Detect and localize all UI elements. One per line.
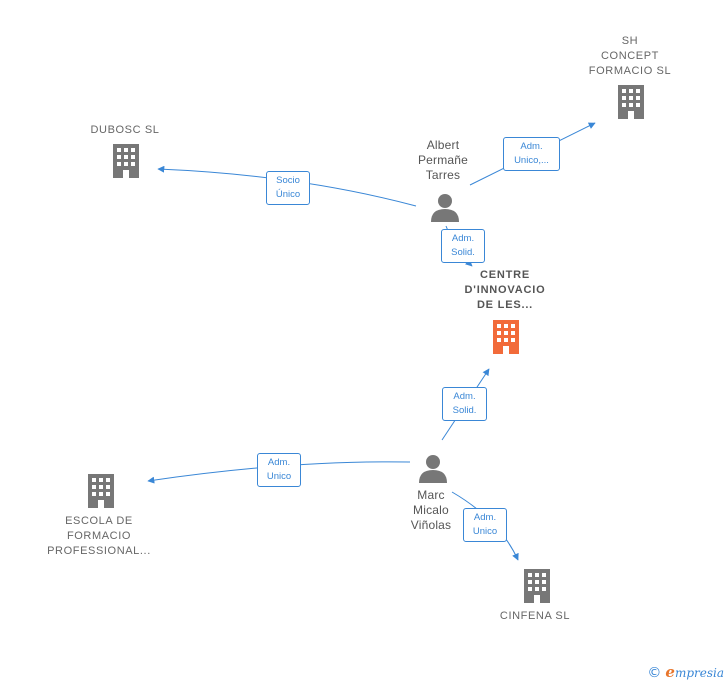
brand-name: mpresia [674, 666, 724, 680]
edge-label-adm-unico: Adm. Unico,... [503, 137, 560, 171]
company-label-escola[interactable]: ESCOLA DE FORMACIO PROFESSIONAL... [47, 515, 151, 557]
edge-label-adm-unico: Adm. Unico [257, 453, 301, 487]
empresia-brand[interactable]: ©empresia [647, 663, 724, 681]
brand-initial: e [665, 663, 675, 681]
person-icon [419, 455, 447, 483]
edge-label-adm-solid: Adm. Solid. [441, 229, 485, 263]
building-icon [88, 474, 114, 508]
company-label-centre[interactable]: CENTRE D'INNOVACIO DE LES... [464, 269, 546, 311]
edge-label-adm-unico: Adm. Unico [463, 508, 507, 542]
building-icon [618, 85, 644, 119]
company-label-dubosc[interactable]: DUBOSC SL [90, 124, 160, 136]
building-icon-center [493, 320, 519, 354]
company-label-cinfena[interactable]: CINFENA SL [499, 610, 571, 622]
edge-label-adm-solid: Adm. Solid. [442, 387, 487, 421]
building-icon [113, 144, 139, 178]
person-label-albert[interactable]: Albert Permañe Tarres [417, 138, 469, 182]
company-label-sh-concept[interactable]: SH CONCEPT FORMACIO SL [588, 35, 672, 77]
copyright-icon: © [647, 665, 662, 681]
edge-label-socio-unico: Socio Único [266, 171, 310, 205]
building-icon [524, 569, 550, 603]
person-label-marc[interactable]: Marc Micalo Viñolas [410, 488, 452, 532]
person-icon [431, 194, 459, 222]
